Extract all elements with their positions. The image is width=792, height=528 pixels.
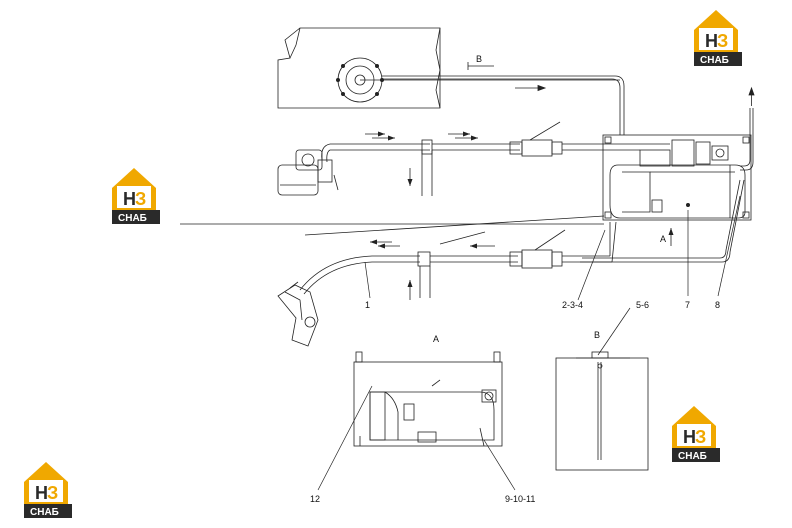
view-a-title: A xyxy=(433,334,439,344)
callout-leaders xyxy=(364,195,741,356)
fuel-line xyxy=(382,75,625,135)
coolant-pump xyxy=(277,149,339,196)
view-b-marker: B xyxy=(467,54,494,70)
logo-mark-h: Н xyxy=(683,427,696,447)
logo-mark-h: Н xyxy=(35,483,48,503)
callout-8: 8 xyxy=(715,300,720,310)
logo-name: СНАБ xyxy=(700,55,729,66)
logo-watermark: Н З СНАБ xyxy=(672,406,720,462)
heater-unit xyxy=(609,139,746,219)
logo-mark-3: З xyxy=(695,427,706,447)
callout-1: 1 xyxy=(365,300,370,310)
lower-coolant-line xyxy=(299,179,745,300)
view-a-detail xyxy=(353,351,503,447)
logo-watermark: Н З СНАБ xyxy=(24,462,72,518)
logo-mark-h: Н xyxy=(705,31,718,51)
heater-mounting-plate xyxy=(602,134,752,221)
logo-watermark: Н З СНАБ xyxy=(694,10,742,66)
reference-lines xyxy=(180,215,605,236)
flow-arrows-lower xyxy=(370,239,477,287)
view-b-title: B xyxy=(594,330,600,340)
logo-mark-3: З xyxy=(717,31,728,51)
callout-2-3-4: 2-3-4 xyxy=(562,300,583,310)
callout-7: 7 xyxy=(685,300,690,310)
view-a-leaders xyxy=(317,385,516,491)
upper-coolant-line xyxy=(321,121,670,196)
flow-arrows-upper xyxy=(378,131,478,186)
air-outlet-nozzle xyxy=(277,281,319,347)
view-b-detail xyxy=(555,351,649,471)
view-a-mark-label: A xyxy=(660,234,666,244)
logo-mark-3: З xyxy=(47,483,58,503)
callout-12: 12 xyxy=(310,494,320,504)
logo-mark-h: Н xyxy=(123,189,136,209)
callout-9-10-11: 9-10-11 xyxy=(505,494,535,504)
logo-name: СНАБ xyxy=(118,213,147,224)
logo-mark-3: З xyxy=(135,189,146,209)
frame-section xyxy=(277,27,441,109)
logo-name: СНАБ xyxy=(678,451,707,462)
callout-5-6: 5-6 xyxy=(636,300,649,310)
view-a-marker: A xyxy=(660,228,674,246)
fuel-intake-flange xyxy=(335,57,620,103)
view-b-top-label: B xyxy=(476,54,482,64)
return-line xyxy=(740,86,755,171)
logo-watermark: Н З СНАБ xyxy=(112,168,160,224)
logo-name: СНАБ xyxy=(30,507,59,518)
